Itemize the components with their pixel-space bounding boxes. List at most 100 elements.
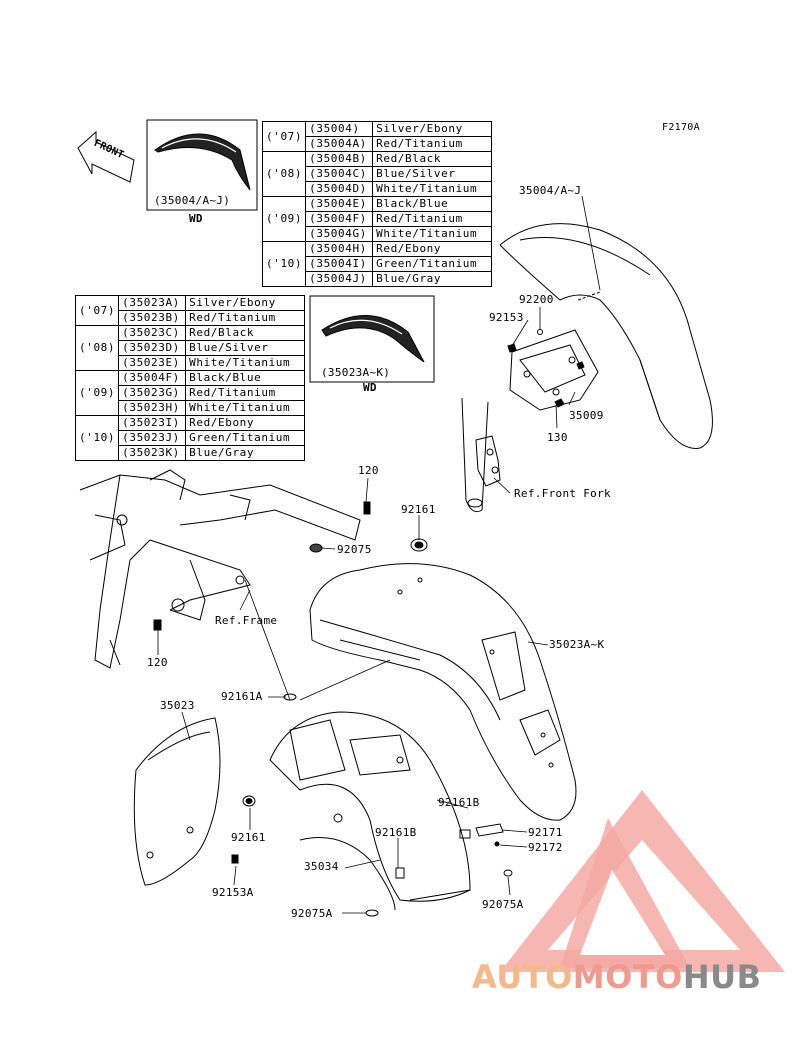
table-row: ('08)(35004B)Red/Black [261,151,493,197]
color-cell: Red/Black [372,151,493,167]
inner-fender-drawing [269,711,471,911]
rear-inset-wd: WD [363,381,377,394]
color-cell: Blue/Silver [185,340,306,356]
table-row: (35023D)Blue/Silver [76,340,306,356]
color-cell: White/Titanium [185,400,306,416]
front-inset-part: (35004/A~J) [154,194,231,207]
callout-35004: 35004/A~J [519,184,582,197]
color-cell: Red/Ebony [185,415,306,431]
table-row: ('09)(35004F)Black/Blue [74,370,306,416]
part-number-cell: (35004J) [305,271,374,287]
color-cell: Silver/Ebony [372,121,493,137]
callout-35023: 35023 [160,699,195,712]
rear-inset-part: (35023A~K) [321,366,391,379]
part-number-cell: (35023D) [118,340,187,356]
part-number-cell: (35004B) [305,151,374,167]
figure-code: F2170A [662,122,700,133]
callout-92075-top: 92075 [337,543,372,556]
watermark-moto: MOTO [572,958,683,996]
part-number-cell: (35004D) [305,181,374,197]
color-cell: Silver/Ebony [185,295,306,311]
table-row: ('08)(35023C)Red/Black [74,325,306,371]
color-cell: Red/Black [185,325,306,341]
watermark-hub: HUB [682,958,762,996]
callout-92171: 92171 [528,826,563,839]
callout-130: 130 [547,431,568,444]
leader-lines [157,195,601,914]
callout-front-fork: Ref.Front Fork [514,487,611,500]
color-cell: Red/Titanium [185,385,306,401]
color-cell: White/Titanium [185,355,306,371]
part-number-cell: (35004A) [305,136,374,152]
color-cell: Black/Blue [372,196,493,212]
color-cell: Black/Blue [185,370,306,386]
rear-fender-color-table: ('07)(35023A)Silver/Ebony(35023B)Red/Tit… [74,295,306,461]
watermark-text: AUTOMOTOHUB [472,958,762,996]
part-number-cell: (35023B) [118,310,187,326]
year-cell: ('08) [74,325,120,371]
front-fender-drawing [499,223,713,449]
small-fender-drawing [133,717,221,886]
front-fender-inset-box [146,119,258,211]
part-number-cell: (35023G) [118,385,187,401]
part-number-cell: (35004G) [305,226,374,242]
table-row: ('10)(35023I)Red/Ebony [74,415,306,461]
callout-35009: 35009 [569,409,604,422]
callout-35034: 35034 [304,860,339,873]
year-cell: ('09) [74,370,120,416]
table-row: (35004J)Blue/Gray [263,271,493,287]
part-number-cell: (35023C) [118,325,187,341]
year-cell: ('07) [74,295,120,326]
table-row: (35023G)Red/Titanium [76,385,306,401]
table-row: (35023K)Blue/Gray [76,445,306,461]
table-row: ('07)(35004)Silver/Ebony [261,121,493,152]
callout-92153a: 92153A [212,886,254,899]
callout-92161a: 92161A [221,690,263,703]
table-row: ('10)(35004H)Red/Ebony [261,241,493,287]
callout-92200: 92200 [519,293,554,306]
callout-92161-mid: 92161 [231,831,266,844]
rear-fender-inset-box [309,295,435,383]
year-cell: ('07) [261,121,307,152]
color-cell: Red/Titanium [372,211,493,227]
color-cell: Green/Titanium [372,256,493,272]
part-number-cell: (35004F) [305,211,374,227]
year-cell: ('10) [74,415,120,461]
callout-92161b-right: 92161B [438,796,480,809]
callout-35023a-k: 35023A~K [549,638,605,651]
part-number-cell: (35004F) [118,370,187,386]
part-number-cell: (35004C) [305,166,374,182]
table-row: (35004I)Green/Titanium [263,256,493,272]
part-number-cell: (35023K) [118,445,187,461]
callout-92161-top: 92161 [401,503,436,516]
part-number-cell: (35004I) [305,256,374,272]
table-row: (35004D)White/Titanium [263,181,493,197]
part-number-cell: (35023H) [118,400,187,416]
front-arrow-icon [77,130,135,183]
table-row: (35004A)Red/Titanium [263,136,493,152]
table-row: ('09)(35004E)Black/Blue [261,196,493,242]
callout-92075a-left: 92075A [291,907,333,920]
table-row: (35023J)Green/Titanium [76,430,306,446]
part-number-cell: (35023E) [118,355,187,371]
color-cell: Blue/Gray [372,271,493,287]
year-cell: ('09) [261,196,307,242]
callout-frame: Ref.Frame [215,614,278,627]
part-number-cell: (35023J) [118,430,187,446]
color-cell: Red/Titanium [185,310,306,326]
callout-92172: 92172 [528,841,563,854]
table-row: (35023B)Red/Titanium [76,310,306,326]
color-cell: White/Titanium [372,181,493,197]
frame-drawing [79,469,361,669]
part-number-cell: (35023I) [118,415,187,431]
part-number-cell: (35004H) [305,241,374,257]
callout-92153: 92153 [489,311,524,324]
part-number-cell: (35023A) [118,295,187,311]
callout-92161b-mid: 92161B [375,826,417,839]
color-cell: Blue/Gray [185,445,306,461]
color-cell: Red/Ebony [372,241,493,257]
color-cell: Blue/Silver [372,166,493,182]
year-cell: ('08) [261,151,307,197]
